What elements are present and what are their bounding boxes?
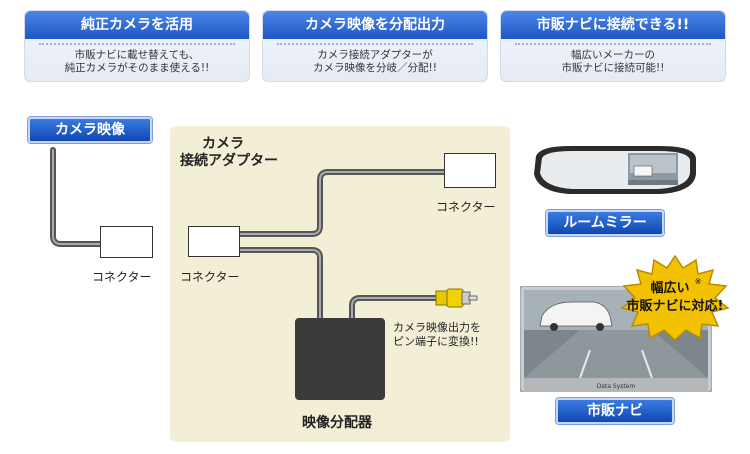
feature-desc: カメラ接続アダプターが カメラ映像を分岐／分配!! [263,49,487,75]
navi-brand: Data System [597,383,636,390]
connector-label: コネクター [92,270,152,284]
room-mirror-image [534,146,696,194]
connector-label: コネクター [180,270,240,284]
camera-video-badge: カメラ映像 [28,117,152,143]
rca-note: カメラ映像出力を ピン端子に変換!! [393,321,481,349]
starburst-mark: ※ [695,277,702,286]
car-icon [539,301,613,331]
rca-plug-icon [435,288,478,308]
starburst-badge: 幅広い ※ 市販ナビに対応! [620,254,730,342]
feature-desc-line: 純正カメラがそのまま使える!! [64,62,210,74]
feature-card-navi: 市販ナビに接続できる!! 幅広いメーカーの 市販ナビに接続可能!! [500,10,726,82]
adapter-title-line: カメラ [202,136,244,152]
adapter-title: カメラ 接続アダプター [180,136,278,170]
connector-camera [100,226,153,258]
feature-card-camera: 純正カメラを活用 市販ナビに載せ替えても、 純正カメラがそのまま使える!! [24,10,250,82]
navi-badge: 市販ナビ [556,398,674,424]
connector-label: コネクター [436,200,496,214]
starburst-icon [620,254,730,342]
video-splitter [295,318,385,400]
feature-desc-line: カメラ映像を分岐／分配!! [313,62,437,74]
starburst-line: 市販ナビに対応! [627,298,724,314]
feature-desc-line: カメラ接続アダプターが [317,49,433,61]
connector-mirror [444,153,496,188]
feature-desc-line: 市販ナビに載せ替えても、 [74,49,200,61]
adapter-to-mirror-cable [237,169,447,237]
rca-note-line: ピン端子に変換!! [393,335,479,348]
feature-desc: 市販ナビに載せ替えても、 純正カメラがそのまま使える!! [25,49,249,75]
feature-title: 純正カメラを活用 [25,11,249,39]
splitter-to-rca-cable [349,295,441,321]
splitter-label: 映像分配器 [302,415,372,431]
divider [515,43,711,45]
feature-desc-line: 市販ナビに接続可能!! [561,62,665,74]
feature-title: カメラ映像を分配出力 [263,11,487,39]
feature-card-distribute: カメラ映像を分配出力 カメラ接続アダプターが カメラ映像を分岐／分配!! [262,10,488,82]
rca-note-line: カメラ映像出力を [393,321,481,334]
divider [39,43,235,45]
adapter-title-line: 接続アダプター [180,153,278,169]
feature-title: 市販ナビに接続できる!! [501,11,725,39]
connector-adapter-in [188,226,240,257]
feature-desc: 幅広いメーカーの 市販ナビに接続可能!! [501,49,725,75]
room-mirror-badge: ルームミラー [546,210,664,236]
adapter-to-splitter-cable [237,247,323,321]
divider [277,43,473,45]
feature-desc-line: 幅広いメーカーの [571,49,655,61]
starburst-line: 幅広い [650,280,689,296]
camera-cable [50,147,103,247]
